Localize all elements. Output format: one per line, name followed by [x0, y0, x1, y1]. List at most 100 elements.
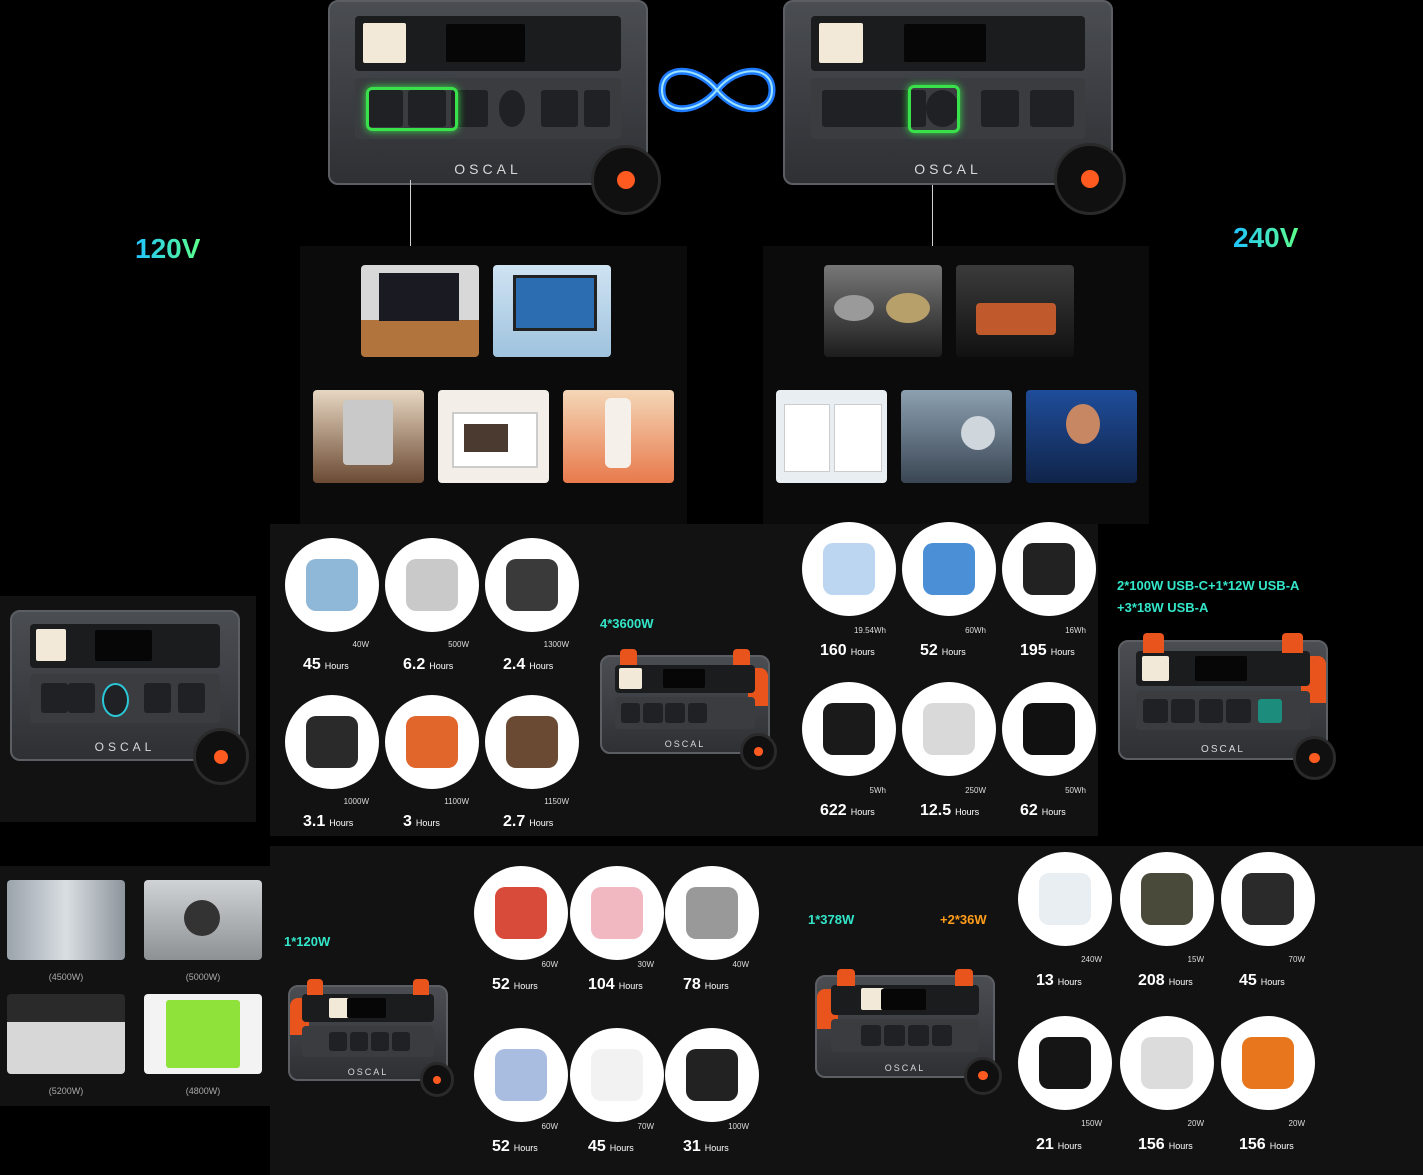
- power-spec: 500W: [448, 640, 469, 649]
- circular-saw-photo: [385, 695, 479, 789]
- power-station-usb: OSCAL: [1118, 633, 1337, 780]
- power-spec: 50Wh: [1065, 786, 1086, 795]
- brand-logo: OSCAL: [454, 161, 522, 178]
- industrial-dryer-photo: [144, 880, 262, 960]
- car-fridge-photo: [474, 866, 568, 960]
- desk-fan-photo: [1120, 1016, 1214, 1110]
- power-spec: 60W: [541, 960, 558, 969]
- power-spec: 15W: [1187, 955, 1204, 964]
- appliances-240v-panel: [763, 246, 1149, 524]
- power-spec: 5Wh: [869, 786, 886, 795]
- car-port-output-label: 1*378W: [808, 912, 855, 927]
- oven-photo: [956, 265, 1074, 357]
- dc-output-label: 1*120W: [284, 934, 331, 949]
- water-heater-photo: [7, 880, 125, 960]
- power-station-dc: OSCAL: [288, 979, 455, 1097]
- power-spec: 1100W: [444, 797, 469, 806]
- power-spec: 60W: [541, 1122, 558, 1131]
- power-spec: 20W: [1288, 1119, 1305, 1128]
- speaker-photo: [1018, 1016, 1112, 1110]
- power-spec: 60Wh: [965, 626, 986, 635]
- power-spec: 1300W: [543, 640, 569, 649]
- big-appliance-caption: (5000W): [185, 972, 221, 982]
- ac-outlets-highlight: [366, 87, 458, 131]
- brand-logo: OSCAL: [884, 1063, 926, 1074]
- brand-logo: OSCAL: [347, 1066, 389, 1077]
- power-spec: 20W: [1187, 1119, 1204, 1128]
- microwave-photo: [438, 390, 549, 483]
- usb-output-label: 2*100W USB-C+1*12W USB-A: [1117, 578, 1300, 593]
- ac-output-label: 4*3600W: [600, 616, 654, 631]
- infinity-icon: [652, 60, 782, 120]
- oxygen-concentrator-photo: [1018, 852, 1112, 946]
- power-spec: 100W: [728, 1122, 749, 1131]
- television-photo: [1002, 682, 1096, 776]
- power-spec: 70W: [637, 1122, 654, 1131]
- coffee-maker-photo: [285, 695, 379, 789]
- handheld-fan-photo: [570, 866, 664, 960]
- stove-photo: [824, 265, 942, 357]
- power-station-ac: OSCAL: [600, 649, 777, 770]
- brand-logo: OSCAL: [914, 161, 982, 178]
- power-spec: 240W: [1081, 955, 1102, 964]
- voltage-120-label: 120V: [135, 233, 201, 264]
- power-station-car: OSCAL: [815, 969, 1003, 1095]
- drone-photo: [1221, 852, 1315, 946]
- big-appliance-caption: (5200W): [48, 1086, 84, 1096]
- air-compressor-photo: [144, 994, 262, 1074]
- laundromat-photo: [901, 390, 1012, 483]
- power-spec: 1150W: [544, 797, 569, 806]
- tv-photo: [361, 265, 479, 357]
- smartphone-photo: [802, 522, 896, 616]
- smartwatch-photo: [802, 682, 896, 776]
- car-port-output-label-2: +2*36W: [940, 912, 987, 927]
- washing-machine-photo: [385, 538, 479, 632]
- power-station-top-right: OSCAL: [783, 0, 1127, 215]
- usb-output-label-2: +3*18W USB-A: [1117, 600, 1209, 615]
- single-serve-coffee-maker-photo: [665, 1028, 759, 1122]
- laser-level-photo: [1221, 1016, 1315, 1110]
- blender-photo: [563, 390, 674, 483]
- monitor-photo: [493, 265, 611, 357]
- laptop-photo: [902, 522, 996, 616]
- power-spec: 40W: [732, 960, 749, 969]
- air-purifier-photo: [570, 1028, 664, 1122]
- brand-logo: OSCAL: [1201, 743, 1245, 755]
- power-spec: 250W: [965, 786, 986, 795]
- brand-logo: OSCAL: [94, 740, 156, 755]
- car-vacuum-photo: [665, 866, 759, 960]
- power-spec: 16Wh: [1065, 626, 1086, 635]
- power-spec: 30W: [637, 960, 654, 969]
- espresso-machine-photo: [313, 390, 424, 483]
- appliances-120v-panel: [300, 246, 687, 524]
- big-appliance-caption: (4500W): [48, 972, 84, 982]
- power-spec: 70W: [1288, 955, 1305, 964]
- power-station-mid-left: OSCAL: [10, 610, 250, 785]
- brand-logo: OSCAL: [664, 739, 706, 750]
- power-spec: 1000W: [343, 797, 369, 806]
- power-spec: 150W: [1081, 1119, 1102, 1128]
- voltage-240-label: 240V: [1233, 222, 1299, 253]
- commercial-range-photo: [7, 994, 125, 1074]
